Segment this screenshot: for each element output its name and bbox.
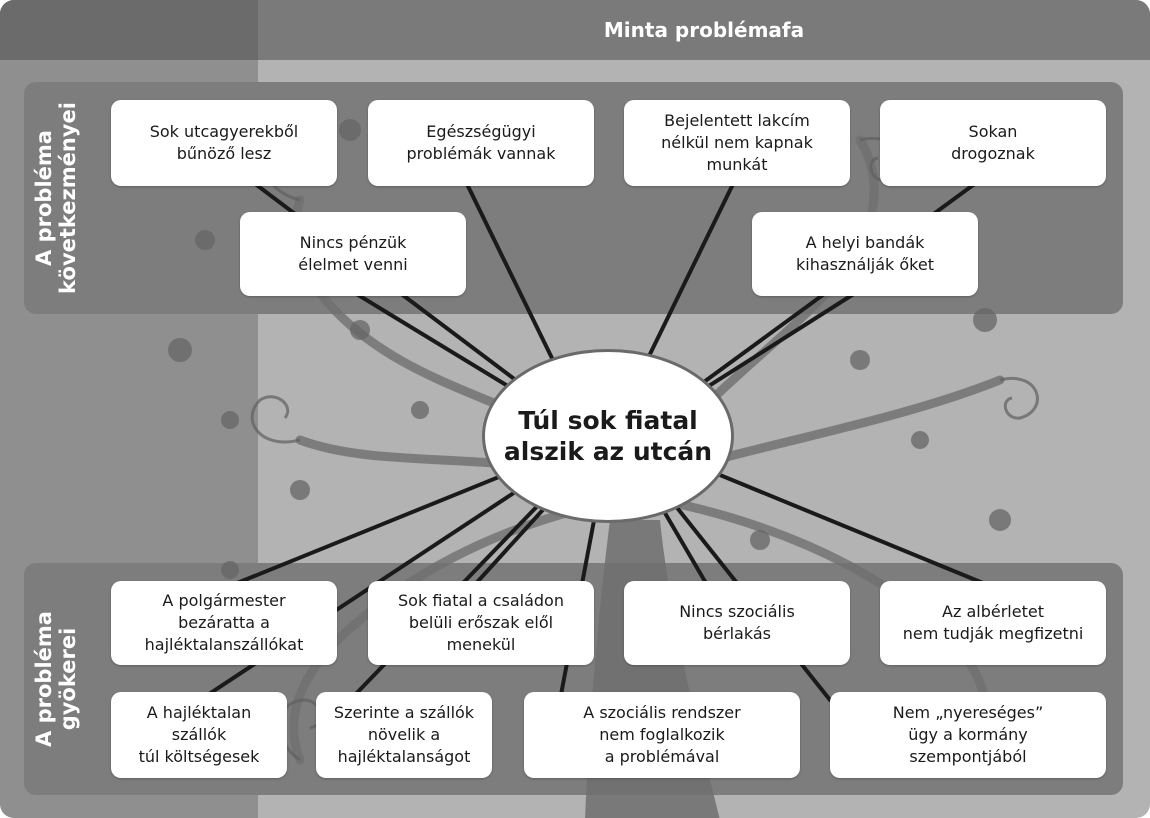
box-text: A szociális rendszer bbox=[583, 703, 741, 722]
box-text: nem foglalkozik bbox=[599, 725, 725, 744]
box-text: növelik a bbox=[367, 725, 441, 744]
roots-label: A probléma gyökerei bbox=[24, 563, 88, 795]
roots-label-line-1: A probléma bbox=[32, 611, 56, 747]
box-text: bűnöző lesz bbox=[176, 144, 272, 163]
box-text: szállók bbox=[171, 725, 227, 744]
box-text: Szerinte a szállók bbox=[333, 703, 475, 722]
roots-label-line-2: gyökerei bbox=[56, 627, 80, 731]
root-box: Sok fiatal a családon belüli erőszak elől… bbox=[368, 581, 594, 665]
box-text: Sokan bbox=[968, 122, 1018, 141]
box-text: túl költségesek bbox=[138, 747, 260, 766]
box-text: nélkül nem kapnak bbox=[661, 133, 813, 152]
root-box: A polgármester bezáratta a hajléktalanszál… bbox=[111, 581, 337, 665]
diagram-title: Minta problémafa bbox=[603, 18, 805, 42]
box-text: Egészségügyi bbox=[426, 122, 536, 141]
box-text: Az albérletet bbox=[942, 602, 1044, 621]
consequence-box: Sokan drogoznak bbox=[880, 100, 1106, 186]
box-text: drogoznak bbox=[951, 144, 1035, 163]
box-text: élelmet venni bbox=[298, 255, 408, 274]
consequences-label-line-1: A probléma bbox=[32, 130, 56, 266]
consequence-box: Nincs pénzük élelmet venni bbox=[240, 212, 466, 296]
box-text: ügy a kormány bbox=[908, 725, 1028, 744]
central-problem-line-2: alszik az utcán bbox=[503, 437, 713, 466]
box-text: nem tudják megfizetni bbox=[902, 624, 1084, 643]
box-text: Nincs pénzük bbox=[299, 233, 407, 252]
consequence-box: Bejelentett lakcím nélkül nem kapnak munká… bbox=[624, 100, 850, 186]
box-text: A helyi bandák bbox=[805, 233, 925, 252]
root-box: Szerinte a szállók növelik a hajléktalansá… bbox=[316, 692, 492, 778]
root-box: Az albérletet nem tudják megfizetni bbox=[880, 581, 1106, 665]
box-text: problémák vannak bbox=[406, 144, 556, 163]
box-text: Nincs szociális bbox=[679, 602, 795, 621]
box-text: Sok utcagyerekből bbox=[149, 122, 299, 141]
root-box: Nincs szociális bérlakás bbox=[624, 581, 850, 665]
box-text: Sok fiatal a családon bbox=[398, 591, 564, 610]
header-left-block bbox=[0, 0, 258, 60]
box-text: A polgármester bbox=[162, 591, 286, 610]
box-text: bérlakás bbox=[703, 624, 771, 643]
root-box: A szociális rendszer nem foglalkozik a pro… bbox=[524, 692, 800, 778]
root-box: Nem „nyereséges” ügy a kormány szempontjáb… bbox=[830, 692, 1106, 778]
box-text: munkát bbox=[706, 155, 768, 174]
box-text: a problémával bbox=[604, 747, 720, 766]
box-text: menekül bbox=[446, 635, 516, 654]
consequence-box: A helyi bandák kihasználják őket bbox=[752, 212, 978, 296]
consequence-box: Sok utcagyerekből bűnöző lesz bbox=[111, 100, 337, 186]
box-text: Nem „nyereséges” bbox=[892, 703, 1044, 722]
box-text: bezáratta a bbox=[178, 613, 270, 632]
consequence-box: Egészségügyi problémák vannak bbox=[368, 100, 594, 186]
box-text: A hajléktalan bbox=[146, 703, 252, 722]
box-text: szempontjából bbox=[909, 747, 1027, 766]
root-box: A hajléktalan szállók túl költségesek bbox=[111, 692, 287, 778]
consequences-label-line-2: következményei bbox=[56, 102, 80, 294]
consequences-label: A probléma következményei bbox=[24, 82, 88, 314]
box-text: hajléktalanszállókat bbox=[144, 635, 304, 654]
box-text: hajléktalanságot bbox=[337, 747, 471, 766]
central-problem-line-1: Túl sok fiatal bbox=[518, 406, 698, 435]
box-text: kihasználják őket bbox=[796, 255, 934, 274]
box-text: belüli erőszak elől bbox=[408, 613, 554, 632]
box-text: Bejelentett lakcím bbox=[664, 111, 810, 130]
